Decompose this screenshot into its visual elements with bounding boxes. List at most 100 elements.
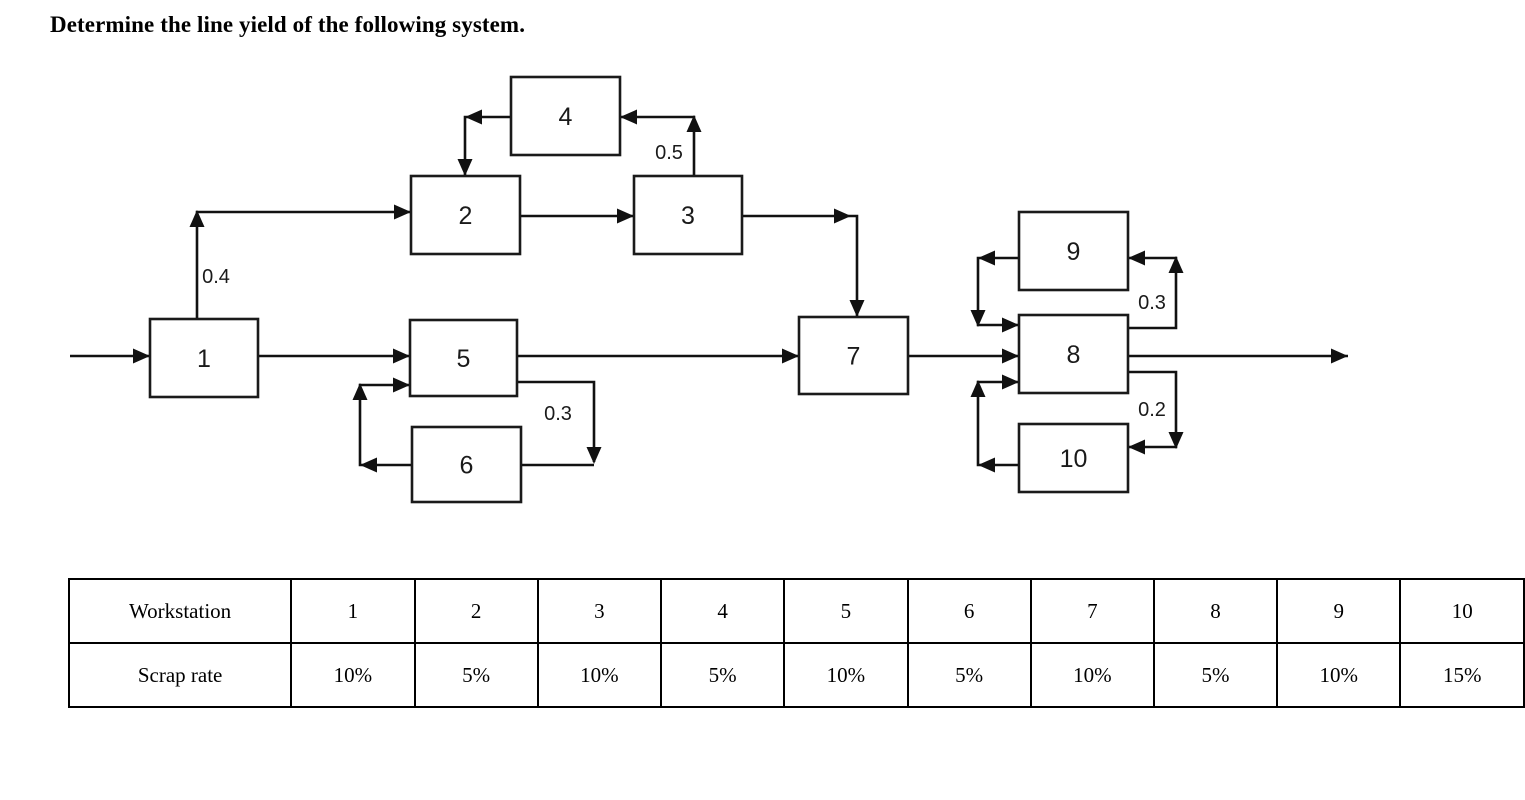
arrowhead-1-to-2-rework-1	[394, 204, 411, 220]
node-box-7	[797, 315, 910, 396]
edge-5-to-6-rework: 0.3	[517, 380, 602, 464]
cell-scrap-rate-7: 10%	[1029, 642, 1156, 708]
arrowhead-5-to-7-0	[782, 348, 799, 364]
cell-scrap-rate-3: 10%	[536, 642, 663, 708]
node-box-9	[1017, 210, 1130, 292]
arrowhead-7-to-8-0	[1002, 348, 1019, 364]
arrowhead-1-to-5-0	[393, 348, 410, 364]
process-flow-diagram: 0.4 0.5 0.3 0.3 0.2 1 2 3 4 5 6 7 8 9 10	[70, 75, 1348, 504]
page-title: Determine the line yield of the followin…	[50, 12, 526, 37]
edge-3-to-7	[742, 208, 865, 317]
edge-4-to-2	[457, 109, 511, 176]
edge-1-to-5	[258, 348, 410, 364]
node-5: 5	[408, 318, 519, 398]
edge-8-to-output	[1128, 348, 1348, 364]
arrowhead-9-to-8-2	[1002, 317, 1019, 333]
arrowhead-3-to-7-1	[849, 300, 865, 317]
node-8: 8	[1017, 313, 1130, 395]
arrowhead-9-to-8-0	[978, 250, 995, 266]
node-box-8	[1017, 313, 1130, 395]
edge-8-to-9-rework: 0.3	[1128, 250, 1184, 330]
node-label-8: 8	[1067, 341, 1081, 369]
edge-label-8-to-9-rework: 0.3	[1138, 292, 1166, 314]
arrowhead-input-to-1-0	[133, 348, 150, 364]
cell-workstation-8: 8	[1153, 578, 1279, 644]
node-10: 10	[1017, 422, 1130, 494]
arrowhead-5-to-6-rework-0	[586, 447, 602, 464]
edge-2-to-3	[520, 208, 634, 224]
arrowhead-10-to-8-1	[970, 380, 986, 397]
arrowhead-4-to-2-1	[457, 159, 473, 176]
row-header-scrap-rate: Scrap rate	[67, 642, 293, 708]
edge-label-3-to-4: 0.5	[655, 142, 683, 164]
edge-label-5-to-6-rework: 0.3	[544, 403, 572, 425]
diagram-nodes: 1 2 3 4 5 6 7 8 9 10	[148, 75, 1130, 504]
node-box-10	[1017, 422, 1130, 494]
cell-scrap-rate-9: 10%	[1276, 642, 1402, 708]
node-6: 6	[410, 425, 523, 504]
cell-scrap-rate-6: 5%	[906, 642, 1032, 708]
cell-scrap-rate-4: 5%	[660, 642, 786, 708]
cell-scrap-rate-8: 5%	[1153, 642, 1279, 708]
node-label-1: 1	[197, 345, 211, 373]
arrowhead-3-to-4-0	[686, 115, 702, 132]
cell-workstation-9: 9	[1276, 578, 1402, 644]
node-label-2: 2	[459, 202, 473, 230]
cell-workstation-3: 3	[536, 578, 663, 644]
arrowhead-10-to-8-2	[1002, 374, 1019, 390]
edge-5-to-7	[517, 348, 799, 364]
arrowhead-1-to-2-rework-0	[189, 210, 205, 227]
node-1: 1	[148, 317, 260, 399]
node-label-6: 6	[460, 452, 474, 480]
arrowhead-4-to-2-0	[465, 109, 482, 125]
row-header-workstation: Workstation	[67, 578, 293, 644]
arrowhead-8-to-output-0	[1331, 348, 1348, 364]
node-2: 2	[409, 174, 522, 256]
node-label-4: 4	[559, 103, 573, 131]
edge-1-to-2-rework: 0.4	[189, 204, 411, 319]
node-box-1	[148, 317, 260, 399]
arrowhead-8-to-9-rework-1	[1128, 250, 1145, 266]
node-label-9: 9	[1067, 238, 1081, 266]
arrowhead-9-to-8-1	[970, 310, 986, 327]
cell-scrap-rate-10: 15%	[1399, 642, 1525, 708]
arrowhead-3-to-7-0	[834, 208, 851, 224]
arrowhead-6-out-left-2	[393, 377, 410, 393]
edge-3-to-4: 0.5	[620, 109, 702, 176]
cell-scrap-rate-2: 5%	[413, 642, 539, 708]
arrowhead-3-to-4-1	[620, 109, 637, 125]
node-box-5	[408, 318, 519, 398]
edge-8-to-10-rework: 0.2	[1128, 370, 1184, 455]
arrowhead-10-to-8-0	[978, 457, 995, 473]
arrowhead-8-to-10-rework-0	[1168, 432, 1184, 449]
cell-workstation-7: 7	[1029, 578, 1156, 644]
node-label-3: 3	[681, 202, 695, 230]
cell-workstation-5: 5	[783, 578, 909, 644]
cell-workstation-10: 10	[1399, 578, 1525, 644]
edge-10-to-8	[970, 374, 1019, 473]
arrowhead-6-out-left-0	[360, 457, 377, 473]
node-label-7: 7	[847, 343, 861, 371]
cell-scrap-rate-5: 10%	[783, 642, 909, 708]
node-label-10: 10	[1060, 445, 1088, 473]
cell-scrap-rate-1: 10%	[290, 642, 416, 708]
edge-label-8-to-10-rework: 0.2	[1138, 399, 1166, 421]
diagram-edges: 0.4 0.5 0.3 0.3 0.2	[70, 109, 1348, 473]
edge-label-1-to-2-rework: 0.4	[202, 266, 230, 288]
cell-workstation-2: 2	[413, 578, 539, 644]
cell-workstation-1: 1	[290, 578, 416, 644]
node-box-4	[509, 75, 622, 157]
edge-7-to-8	[908, 348, 1019, 364]
edge-input-to-1	[70, 348, 150, 364]
arrowhead-2-to-3-0	[617, 208, 634, 224]
cell-workstation-6: 6	[906, 578, 1032, 644]
node-box-6	[410, 425, 523, 504]
arrowhead-6-out-left-1	[352, 383, 368, 400]
node-4: 4	[509, 75, 622, 157]
arrowhead-8-to-10-rework-1	[1128, 439, 1145, 455]
edge-9-to-8	[970, 250, 1019, 333]
